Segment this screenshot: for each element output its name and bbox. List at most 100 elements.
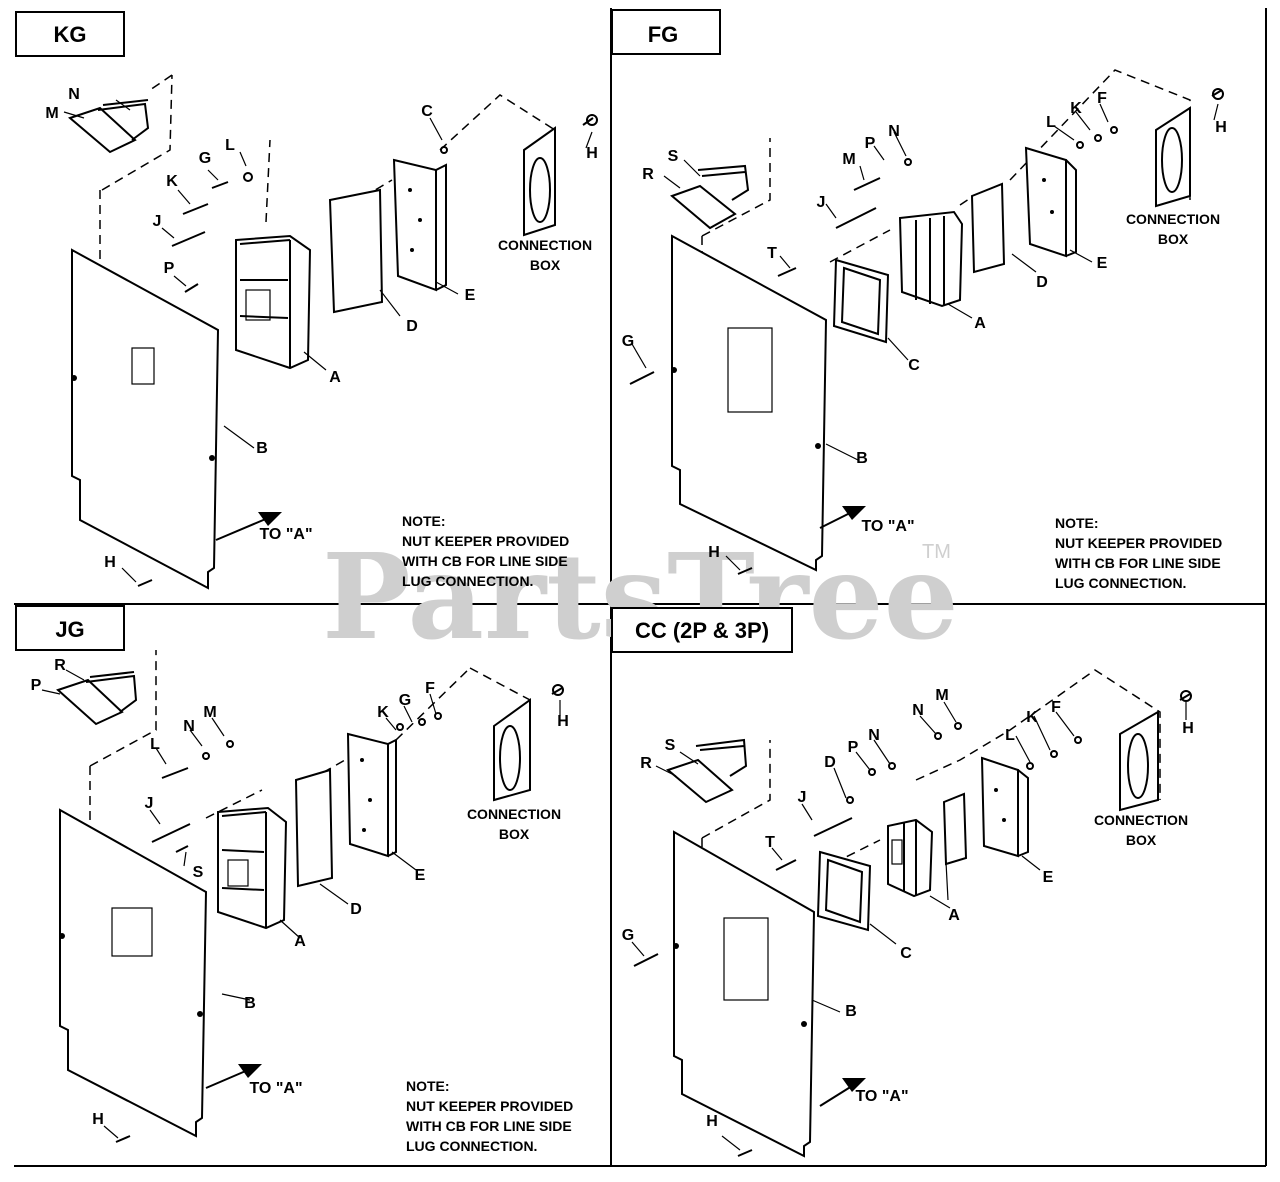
jg-label-a: A [294,933,306,950]
cc-label-l: L [1005,727,1015,744]
kg-note-3: WITH CB FOR LINE SIDE [402,553,568,569]
cc-label-h-top: H [1182,720,1194,737]
cc-label-j: J [798,789,807,806]
cc-label-r: R [640,755,652,772]
cc-connection-label-2: BOX [1126,832,1157,848]
kg-connection-box [523,126,556,237]
jg-label-d: D [350,901,362,918]
jg-plate-d [294,768,334,888]
jg-connection-label-2: BOX [499,826,530,842]
jg-label-b: B [244,995,256,1012]
kg-label-g: G [199,150,211,167]
jg-bracket-pr [56,671,138,726]
kg-to-a: TO "A" [259,526,312,543]
quadrant-cc: CC (2P & 3P) [611,607,1194,1158]
cc-bracket-rs [665,738,748,804]
cc-label-c: C [900,945,912,962]
fg-connection-label-1: CONNECTION [1126,211,1220,227]
cc-plate-a [942,792,968,866]
kg-plate-d [328,188,384,314]
kg-label-c: C [421,103,433,120]
cc-breaker [887,818,934,898]
cc-label-h-bottom: H [706,1113,718,1130]
cc-label-a: A [948,907,960,924]
kg-bracket-mn [68,99,150,154]
jg-header-box [15,605,125,651]
kg-label-h-bottom: H [104,554,116,571]
fg-label-d: D [1036,274,1048,291]
jg-label-l: L [150,736,160,753]
kg-connection-label-1: CONNECTION [498,237,592,253]
cc-connection-label-1: CONNECTION [1094,812,1188,828]
fg-label-h-top: H [1215,119,1227,136]
fg-connection-label-2: BOX [1158,231,1189,247]
jg-header: JG [55,617,84,642]
quadrant-jg: JG R [15,605,573,1154]
jg-breaker [217,806,288,930]
jg-label-n: N [183,718,195,735]
jg-to-a: TO "A" [249,1080,302,1097]
fg-label-f: F [1097,90,1107,107]
cc-header: CC (2P & 3P) [635,618,769,643]
jg-fasteners [115,684,564,1143]
kg-label-e: E [465,287,476,304]
fg-header: FG [648,22,679,47]
quadrant-kg: KG [15,11,598,590]
quadrant-fg: FG [611,9,1227,591]
fg-to-a: TO "A" [861,518,914,535]
jg-label-g: G [399,692,411,709]
fg-label-a: A [974,315,986,332]
fg-label-l: L [1046,114,1056,131]
fg-breaker [898,210,964,308]
jg-label-j: J [145,795,154,812]
kg-label-d: D [406,318,418,335]
kg-note-2: NUT KEEPER PROVIDED [402,533,569,549]
cc-label-e: E [1043,869,1054,886]
fg-frame-c [832,258,890,344]
fg-label-t: T [767,245,777,262]
jg-connection-box [493,698,531,802]
kg-fasteners [137,114,598,587]
jg-note-1: NOTE: [406,1078,450,1094]
kg-bracket-e [392,158,447,292]
cc-label-p: P [848,739,859,756]
kg-cover-plate [71,248,220,590]
watermark-tm: TM [922,541,951,563]
cc-label-t: T [765,834,775,851]
kg-label-h-top: H [586,145,598,162]
cc-label-n2: N [912,702,924,719]
cc-fasteners [633,690,1192,1157]
jg-label-k: K [377,704,389,721]
fg-label-h-bottom: H [708,544,720,561]
kg-label-j: J [153,213,162,230]
fg-bracket-rs [670,164,750,230]
fg-header-box [611,9,721,55]
fg-label-p: P [865,135,876,152]
cc-cover-plate [673,830,816,1158]
jg-bracket-e [346,732,397,858]
cc-header-box [611,607,793,653]
jg-label-h-top: H [557,713,569,730]
kg-note-1: NOTE: [402,513,446,529]
kg-label-k: K [166,173,178,190]
cc-to-a: TO "A" [855,1088,908,1105]
jg-note-4: LUG CONNECTION. [406,1138,537,1154]
cc-bracket-e [980,756,1029,858]
cc-label-d: D [824,754,836,771]
fg-connection-box [1155,106,1191,208]
fg-cover-plate [671,234,828,572]
cc-connection-box [1119,710,1159,812]
cc-label-g: G [622,927,634,944]
jg-connection-label-1: CONNECTION [467,806,561,822]
jg-note-3: WITH CB FOR LINE SIDE [406,1118,572,1134]
fg-note-4: LUG CONNECTION. [1055,575,1186,591]
kg-label-p: P [164,260,175,277]
fg-label-b: B [856,450,868,467]
kg-header: KG [54,22,87,47]
kg-label-l: L [225,137,235,154]
jg-label-h-bottom: H [92,1111,104,1128]
fg-label-r: R [642,166,654,183]
fg-label-s: S [668,148,679,165]
cc-label-s: S [665,737,676,754]
